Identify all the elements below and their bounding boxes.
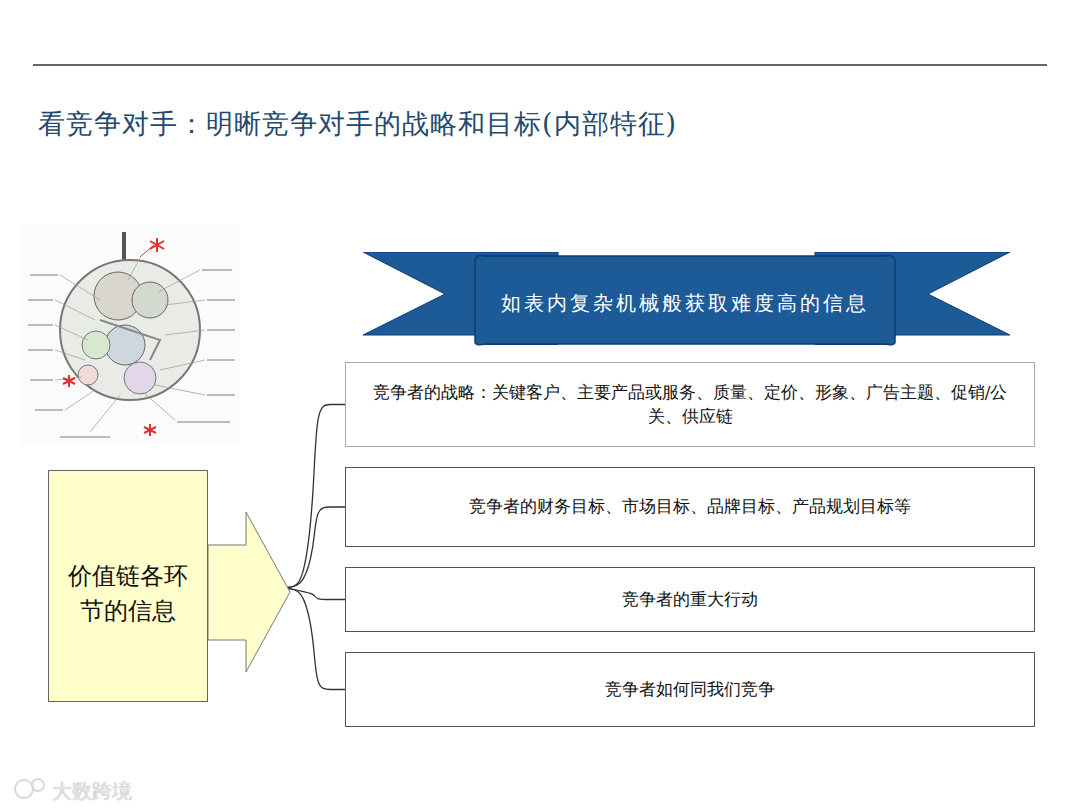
leader-lines <box>55 258 205 432</box>
asterisk-leader <box>140 245 154 257</box>
node-text: 竞争者如何同我们竞争 <box>605 678 775 702</box>
info-box: 竞争者的战略：关键客户、主要产品或服务、质量、定价、形象、广告主题、促销/公关、… <box>345 362 1035 447</box>
ribbon-center <box>475 256 895 345</box>
label-marks <box>28 270 235 437</box>
bridge <box>100 320 160 360</box>
node-text: 竞争者的财务目标、市场目标、品牌目标、产品规划目标等 <box>469 495 911 519</box>
source-box: 价值链各环节的信息 <box>48 470 208 702</box>
ratchet-wheel <box>132 282 168 318</box>
red-asterisks <box>63 238 164 436</box>
escape-wheel <box>78 365 98 385</box>
watermark-logo <box>15 779 44 798</box>
balance <box>124 362 156 394</box>
third-wheel <box>82 331 110 359</box>
block-arrow <box>208 512 290 672</box>
info-box: 竞争者的重大行动 <box>345 567 1035 632</box>
banner-text: 如表内复杂机械般获取难度高的信息 <box>475 264 895 342</box>
watch-ground <box>20 225 240 445</box>
node-text: 竞争者的重大行动 <box>622 588 758 612</box>
ribbon-banner: 如表内复杂机械般获取难度高的信息 <box>363 252 1010 347</box>
node-text: 竞争者的战略：关键客户、主要产品或服务、质量、定价、形象、广告主题、促销/公关、… <box>364 381 1016 429</box>
info-box: 竞争者的财务目标、市场目标、品牌目标、产品规划目标等 <box>345 467 1035 547</box>
top-rule <box>33 64 1047 66</box>
watch-movement <box>20 225 240 445</box>
watch-case <box>60 260 200 400</box>
info-box: 竞争者如何同我们竞争 <box>345 652 1035 727</box>
node-text: 价值链各环节的信息 <box>57 559 199 629</box>
center-wheel <box>105 325 145 365</box>
page-title: 看竞争对手：明晰竞争对手的战略和目标(内部特征) <box>38 106 677 142</box>
watermark: 大数跨境 <box>52 778 132 805</box>
